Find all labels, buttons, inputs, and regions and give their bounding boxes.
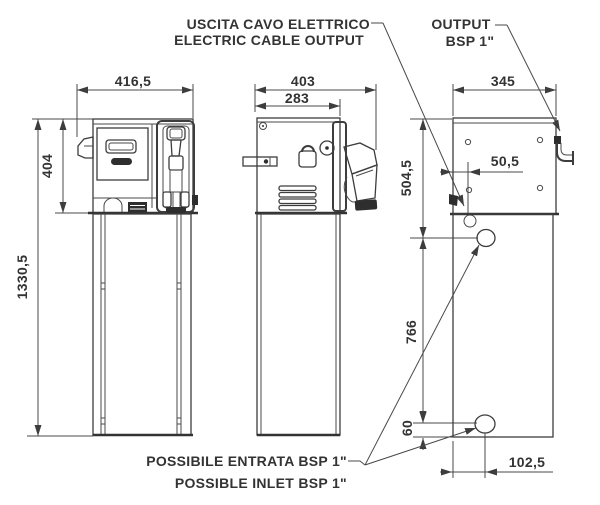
holster-foot-right [180, 191, 190, 208]
side-head-cabinet [242, 117, 378, 215]
rib-joint [100, 417, 106, 425]
upper-inlet-hole [476, 228, 496, 248]
padlock-icon [298, 145, 317, 168]
label-possible-inlet: POSSIBLE INLET BSP 1" [175, 475, 347, 491]
outlet-pipe [556, 143, 573, 162]
screw-hole [464, 138, 472, 146]
hinge-screw [259, 122, 267, 130]
dim-front-head-height: 404 [39, 154, 55, 178]
nozzle-holster [156, 120, 198, 213]
handle-dot [263, 159, 269, 164]
rib-joint [176, 417, 182, 425]
screw-hole [465, 186, 473, 194]
display-window [105, 139, 137, 154]
outlet-mount [554, 136, 561, 144]
hinge-screw-dot [262, 125, 264, 127]
display-panel [96, 127, 149, 181]
dim-front-width: 416,5 [115, 73, 152, 89]
vent-grille [128, 202, 147, 213]
pedestal-outline [92, 213, 192, 436]
dim-back-top-to-upper-inlet: 504,5 [398, 160, 414, 197]
fuel-nozzle-front [162, 126, 190, 213]
louver-slat [278, 185, 317, 192]
holster-foot-left [162, 191, 172, 208]
vent-louvers [278, 185, 317, 211]
leader-inlet-dash [348, 460, 366, 466]
screw-hole [536, 136, 544, 144]
lower-inlet-hole [474, 414, 496, 434]
side-view: 403 283 [242, 73, 378, 437]
pump-dome [103, 197, 123, 213]
leader-lower-inlet [364, 427, 477, 466]
nozzle-body [351, 164, 378, 202]
annotation-output-bsp: OUTPUT BSP 1" [431, 16, 561, 132]
pedestal-outline [452, 213, 554, 438]
louver-slat [278, 198, 317, 205]
dim-back-inlet-offset: 102,5 [509, 454, 546, 470]
nozzle-tip-shadow [166, 207, 186, 213]
annotation-electric-cable-output: USCITA CAVO ELETTRICO ELECTRIC CABLE OUT… [174, 16, 465, 207]
label-output: OUTPUT [431, 16, 490, 32]
outlet-pipe-inner [560, 143, 573, 156]
label-electric-cable-output: ELECTRIC CABLE OUTPUT [174, 32, 364, 48]
fuel-nozzle-side [343, 142, 378, 211]
pedestal-outline [256, 213, 341, 436]
side-pedestal [256, 213, 341, 437]
door-handle [242, 156, 278, 167]
nozzle-grip-inner [169, 128, 183, 139]
label-uscita-cavo-elettrico: USCITA CAVO ELETTRICO [187, 16, 370, 32]
pump-switch-lever [77, 136, 94, 159]
display-window-inner [108, 142, 134, 151]
cable-gland-hole [463, 214, 477, 228]
dim-side-body-depth: 283 [285, 90, 309, 106]
nozzle-neck [170, 139, 182, 157]
leader-output-line [506, 24, 561, 132]
annotation-possible-inlet: POSSIBILE ENTRATA BSP 1" POSSIBLE INLET … [146, 244, 480, 491]
nozzle-detail [355, 169, 374, 177]
leader-cable-line [382, 22, 465, 207]
dim-front-total-height: 1330,5 [14, 255, 30, 300]
side-dimensions: 403 283 [254, 73, 377, 150]
lock-knob-icon [319, 140, 335, 156]
cable-gland [449, 194, 458, 206]
dim-back-lower-inlet-height: 60 [399, 420, 415, 436]
back-dimensions: 345 50,5 504,5 766 60 [398, 73, 557, 478]
label-bsp-1in: BSP 1" [446, 33, 495, 49]
screw-hole [536, 184, 544, 192]
holster-clip [192, 195, 198, 205]
rib-joint [176, 282, 182, 290]
rib-joint [100, 282, 106, 290]
louver-slat [278, 191, 317, 198]
ticket-slot [111, 158, 132, 165]
nozzle-tip [354, 199, 378, 211]
front-view: 416,5 404 1330,5 [14, 73, 198, 437]
dim-back-inlet-spacing: 766 [403, 320, 419, 344]
dim-side-depth: 403 [291, 73, 315, 89]
louver-slat [278, 204, 317, 211]
nozzle-body [168, 155, 184, 171]
nozzle-hook [343, 176, 358, 203]
back-pedestal [452, 213, 554, 438]
padlock-body [298, 150, 317, 168]
leader-upper-inlet [364, 244, 480, 466]
label-possibile-entrata: POSSIBILE ENTRATA BSP 1" [146, 453, 347, 469]
dim-back-cable-offset: 50,5 [491, 153, 519, 169]
lock-knob-dot [325, 146, 329, 150]
padlock-shackle [301, 145, 315, 153]
front-pedestal [92, 213, 193, 437]
side-door-panel [332, 121, 347, 212]
nozzle-lower [169, 169, 183, 193]
nozzle-arm [343, 142, 378, 175]
front-dimensions: 416,5 404 1330,5 [14, 73, 194, 437]
outlet-elbow-fitting [554, 136, 574, 165]
back-view: 345 50,5 504,5 766 60 [398, 73, 574, 478]
handle-bar [242, 156, 278, 167]
dim-back-width: 345 [491, 73, 515, 89]
